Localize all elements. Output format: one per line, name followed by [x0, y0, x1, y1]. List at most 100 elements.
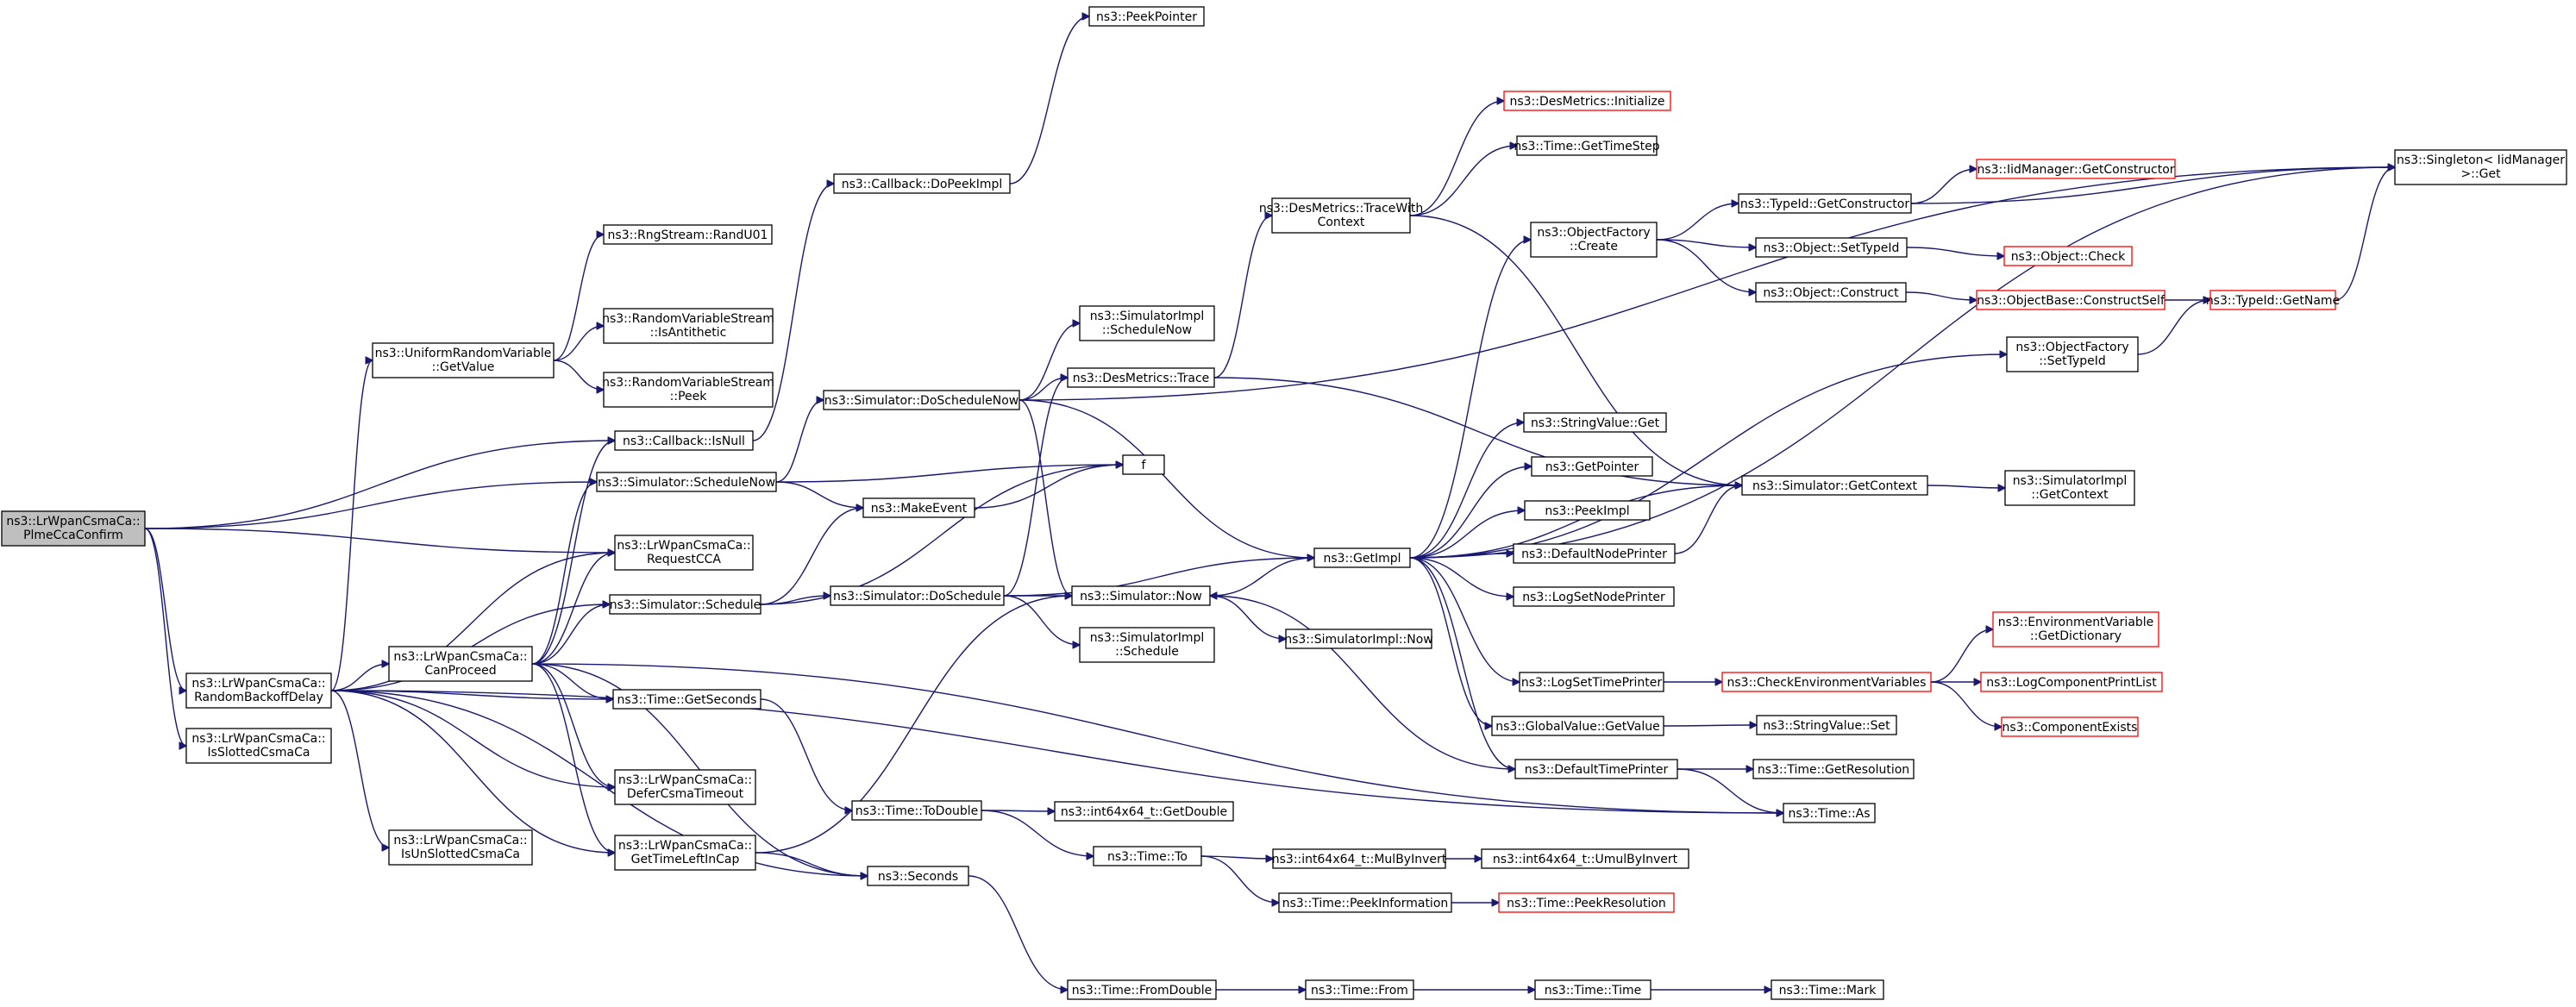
edge-getimpl-to-simgetctx [1409, 485, 1742, 559]
node-seconds[interactable]: ns3::Seconds [867, 866, 969, 886]
edge-desmtracectx-to-simgetctx [1409, 215, 1742, 485]
node-typeidgetctor[interactable]: ns3::TypeId::GetConstructor [1738, 193, 1912, 214]
node-peekimpl[interactable]: ns3::PeekImpl [1524, 500, 1651, 521]
node-label-line: Context [1318, 216, 1365, 229]
node-isunslot[interactable]: ns3::LrWpanCsmaCa::IsUnSlottedCsmaCa [388, 829, 533, 866]
node-objbaseconstructself[interactable]: ns3::ObjectBase::ConstructSelf [1976, 290, 2165, 310]
node-timemark[interactable]: ns3::Time::Mark [1771, 979, 1884, 1000]
node-box [1741, 475, 1928, 496]
node-defnodeprinter[interactable]: ns3::DefaultNodePrinter [1513, 543, 1676, 564]
node-simimplschednow[interactable]: ns3::SimulatorImpl::ScheduleNow [1079, 305, 1215, 341]
node-timeto[interactable]: ns3::Time::To [1093, 846, 1202, 866]
node-simnow[interactable]: ns3::Simulator::Now [1071, 585, 1211, 606]
node-plme[interactable]: ns3::LrWpanCsmaCa::PlmeCcaConfirm [1, 510, 146, 547]
node-simsched[interactable]: ns3::Simulator::Schedule [609, 594, 762, 615]
node-singletonget[interactable]: ns3::Singleton< IidManager>::Get [2394, 149, 2567, 185]
node-timefrom[interactable]: ns3::Time::From [1305, 979, 1414, 1000]
edge-getimpl-to-singletonget [1409, 167, 2395, 559]
node-rvsanti[interactable]: ns3::RandomVariableStream::IsAntithetic [602, 308, 774, 344]
edge-rbd-to-defer [330, 690, 615, 787]
node-objfactcreate[interactable]: ns3::ObjectFactory::Create [1530, 222, 1658, 258]
node-simgetctx[interactable]: ns3::Simulator::GetContext [1741, 475, 1928, 496]
node-box [862, 497, 975, 518]
node-makeevent[interactable]: ns3::MakeEvent [862, 497, 975, 518]
node-desminit[interactable]: ns3::DesMetrics::Initialize [1503, 91, 1671, 111]
node-typeidgetname[interactable]: ns3::TypeId::GetName [2206, 290, 2340, 310]
node-simdoschednow[interactable]: ns3::Simulator::DoScheduleNow [823, 390, 1020, 410]
node-timepeekinfo[interactable]: ns3::Time::PeekInformation [1278, 892, 1452, 913]
node-objsettypeid[interactable]: ns3::Object::SetTypeId [1755, 237, 1908, 258]
node-logsetnode[interactable]: ns3::LogSetNodePrinter [1513, 586, 1675, 607]
node-box [603, 372, 774, 408]
node-f[interactable]: f [1122, 454, 1165, 475]
node-simimplsched[interactable]: ns3::SimulatorImpl::Schedule [1079, 627, 1215, 663]
node-box [388, 646, 533, 682]
edge-getimpl-to-objfactcreate [1409, 240, 1531, 559]
node-label-line: ns3::DefaultNodePrinter [1521, 547, 1667, 561]
node-compexists[interactable]: ns3::ComponentExists [2001, 716, 2139, 737]
node-logcompprint[interactable]: ns3::LogComponentPrintList [1980, 672, 2163, 692]
node-iidmgrgetctor[interactable]: ns3::IidManager::GetConstructor [1976, 159, 2176, 179]
edge-canproc-to-cbisnull [531, 441, 615, 665]
node-globalvalget[interactable]: ns3::GlobalValue::GetValue [1491, 716, 1664, 736]
node-label-line: ns3::RandomVariableStream [602, 312, 774, 326]
node-timeas[interactable]: ns3::Time::As [1783, 803, 1876, 823]
node-strvalget[interactable]: ns3::StringValue::Get [1523, 412, 1667, 433]
node-simschednow[interactable]: ns3::Simulator::ScheduleNow [596, 472, 777, 492]
node-i64mulbyinv[interactable]: ns3::int64x64_t::MulByInvert [1272, 848, 1447, 869]
node-gettimeleft[interactable]: ns3::LrWpanCsmaCa::GetTimeLeftInCap [614, 835, 756, 871]
node-objcheck[interactable]: ns3::Object::Check [2003, 246, 2133, 266]
node-label-line: ns3::LrWpanCsmaCa:: [618, 839, 752, 853]
node-label-line: ns3::GetPointer [1545, 460, 1639, 474]
node-desmtrace[interactable]: ns3::DesMetrics::Trace [1067, 367, 1215, 388]
node-timegetsec[interactable]: ns3::Time::GetSeconds [612, 689, 762, 710]
node-timetodouble[interactable]: ns3::Time::ToDouble [851, 800, 982, 821]
node-deftimeprinter[interactable]: ns3::DefaultTimePrinter [1514, 759, 1678, 779]
node-canproc[interactable]: ns3::LrWpanCsmaCa::CanProceed [388, 646, 533, 682]
node-rbd[interactable]: ns3::LrWpanCsmaCa::RandomBackoffDelay [185, 672, 332, 709]
node-simimplnow[interactable]: ns3::SimulatorImpl::Now [1284, 629, 1433, 649]
node-rvspeek[interactable]: ns3::RandomVariableStream::Peek [602, 372, 774, 408]
edge-deftimeprinter-to-timeas [1677, 768, 1783, 813]
node-isslot[interactable]: ns3::LrWpanCsmaCa::IsSlottedCsmaCa [185, 728, 332, 764]
node-timegetres[interactable]: ns3::Time::GetResolution [1752, 759, 1915, 779]
node-reqcca[interactable]: ns3::LrWpanCsmaCa::RequestCCA [614, 535, 754, 571]
edge-desmtrace-to-desmtracectx [1213, 216, 1272, 378]
nodes-layer: ns3::LrWpanCsmaCa::PlmeCcaConfirmns3::Lr… [1, 6, 2567, 1000]
node-cbisnull[interactable]: ns3::Callback::IsNull [614, 430, 754, 451]
node-timepeekres[interactable]: ns3::Time::PeekResolution [1498, 892, 1675, 913]
node-getpointer[interactable]: ns3::GetPointer [1531, 456, 1653, 477]
node-strvalset[interactable]: ns3::StringValue::Set [1756, 715, 1897, 735]
node-rngrandu[interactable]: ns3::RngStream::RandU01 [603, 224, 773, 245]
node-box [2003, 246, 2133, 266]
node-label-line: ns3::MakeEvent [871, 502, 968, 516]
node-simimplgetctx[interactable]: ns3::SimulatorImpl::GetContext [2004, 470, 2135, 506]
edge-cbisnull-to-cbdopeek [752, 184, 834, 441]
node-logsettime[interactable]: ns3::LogSetTimePrinter [1519, 672, 1664, 692]
node-objconstruct[interactable]: ns3::Object::Construct [1755, 282, 1907, 303]
node-objfactsettypeid[interactable]: ns3::ObjectFactory::SetTypeId [2006, 336, 2139, 372]
node-timefromdouble[interactable]: ns3::Time::FromDouble [1067, 979, 1217, 1000]
node-cbdopeek[interactable]: ns3::Callback::DoPeekImpl [833, 173, 1011, 194]
edge-canproc-to-simschednow [531, 482, 597, 665]
node-i64getdouble[interactable]: ns3::int64x64_t::GetDouble [1054, 801, 1234, 822]
node-urvget[interactable]: ns3::UniformRandomVariable::GetValue [372, 342, 555, 378]
edge-objconstruct-to-objbaseconstructself [1905, 291, 1977, 300]
node-timegetstep[interactable]: ns3::Time::GetTimeStep [1514, 135, 1660, 156]
node-defer[interactable]: ns3::LrWpanCsmaCa::DeferCsmaTimeout [614, 769, 756, 805]
node-box [614, 769, 756, 805]
node-label-line: ns3::Simulator::Now [1080, 590, 1202, 604]
node-getimpl[interactable]: ns3::GetImpl [1313, 547, 1411, 568]
node-label-line: ns3::TypeId::GetConstructor [1740, 197, 1909, 211]
node-envgetdict[interactable]: ns3::EnvironmentVariable::GetDictionary [1992, 611, 2159, 647]
node-i64umulbyinv[interactable]: ns3::int64x64_t::UmulByInvert [1481, 848, 1689, 869]
node-simdosched[interactable]: ns3::Simulator::DoSchedule [830, 585, 1005, 606]
node-checkenv[interactable]: ns3::CheckEnvironmentVariables [1721, 672, 1932, 692]
node-timetime[interactable]: ns3::Time::Time [1534, 979, 1652, 1000]
node-label-line: ::Create [1570, 240, 1618, 253]
node-peekptr[interactable]: ns3::PeekPointer [1088, 6, 1205, 27]
node-label-line: ns3::CheckEnvironmentVariables [1727, 676, 1927, 690]
node-box [614, 430, 754, 451]
node-box [1513, 543, 1676, 564]
